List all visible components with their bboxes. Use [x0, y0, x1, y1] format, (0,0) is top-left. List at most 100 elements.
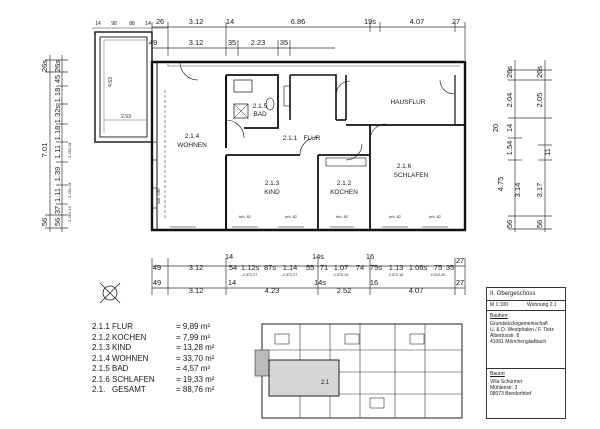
plan-walls	[150, 60, 467, 232]
title-block-client-line-2: U. & D. Westphalen / F. Tietz	[490, 327, 554, 333]
dim-left-inner-10: 56	[53, 218, 62, 226]
dim-left-inner-8: 1.11	[53, 188, 62, 202]
dim-right-a-2: 2.04	[505, 93, 514, 108]
dimension-labels-bottom: 49 3.12 54 1.12s 87s 1.14 55 71 1.07 74 …	[153, 252, 464, 272]
room-bad-name: BAD	[253, 111, 267, 118]
dim-bm-9: 27	[456, 278, 464, 287]
dim-bt-4: 1.12s	[241, 263, 260, 272]
dim-bm-4: 4.23	[265, 286, 280, 295]
area-value: = 4,57 m²	[176, 364, 211, 373]
sill-2: brh. 82	[285, 215, 297, 219]
room-schlafen-name: SCHLAFEN	[394, 172, 429, 179]
north-arrow-icon	[99, 282, 121, 304]
dim-left-3: 56	[40, 218, 49, 226]
dim-bt-10: 74	[356, 263, 364, 272]
room-wohnen-id: 2.1.4	[185, 133, 200, 140]
area-value: = 7,99 m²	[176, 332, 211, 342]
dim-left-window-1: 1.262.01	[67, 141, 72, 157]
dim-balcony-width: 2.53	[121, 114, 131, 120]
room-flur-id: 2.1.1	[283, 135, 298, 142]
dim-left-2: 7.01	[40, 143, 49, 158]
area-name: WOHNEN	[112, 353, 149, 363]
dim-bt-6: 1.14	[283, 263, 298, 272]
room-schlafen-id: 2.1.6	[397, 163, 412, 170]
sill-labels: brh. 1.60 brh. 82 brh. 82 brh. 82 brh. 8…	[157, 189, 441, 220]
sill-3: brh. 82	[336, 215, 348, 219]
dim-right-a-1: 26s	[505, 66, 514, 78]
dim-bm-7: 16	[370, 278, 378, 287]
dim-left-inner-3: 1.18	[53, 88, 62, 103]
dim-bt-16: 27	[456, 256, 464, 265]
dim-bt-1: 49	[153, 263, 161, 272]
room-kind-name: KIND	[264, 189, 280, 196]
dim-balcony-3: 88	[129, 21, 135, 27]
dim-bm-3: 14	[228, 278, 236, 287]
area-num: 2.1.4	[92, 353, 110, 363]
dim-left-inner-6: 1.11	[53, 145, 62, 159]
dim-left-inner-2: 45	[53, 75, 62, 83]
dim-top-inner-5: 35	[280, 38, 288, 47]
dim-top-inner-3: 35	[228, 38, 236, 47]
room-hausflur-name: HAUSFLUR	[390, 99, 425, 106]
key-plan: 2.1	[254, 323, 463, 419]
dim-bt-2: 3.12	[189, 263, 204, 272]
area-value: = 19,33 m²	[176, 374, 215, 384]
area-name: GESAMT	[112, 385, 146, 394]
dim-left-inner-5: 1.18	[53, 126, 62, 141]
title-block-project-line-1: Villa Schürmer	[490, 379, 523, 385]
area-value: = 88,76 m²	[176, 385, 215, 394]
dim-right-b-1: 26s	[535, 66, 544, 78]
dim-left-inner-7: 1.39	[53, 167, 62, 182]
dim-right-b-2: 2.05	[535, 93, 544, 108]
area-name: KOCHEN	[112, 332, 147, 342]
area-name: KIND	[112, 343, 132, 352]
dim-right-b-3: 20	[491, 124, 500, 132]
title-block-project-label: Bauort	[490, 371, 505, 377]
area-value: = 9,89 m²	[176, 322, 211, 331]
title-block-client-line-4: 41061 Mönchengladbach	[490, 339, 547, 345]
sill-1: brh. 82	[239, 215, 251, 219]
key-plan-label: 2.1	[321, 380, 330, 386]
dimension-labels-bottom-small: 2.372.27 2.372.27 2.372.15 2.372.15 2.01…	[243, 273, 446, 277]
title-block-title: II. Obergeschoss	[490, 291, 536, 297]
area-num: 2.1.6	[92, 374, 110, 384]
dimension-labels-left: 26s 7.01 56 26s 45 1.18 1.32s 1.18 1.11 …	[40, 60, 72, 226]
dim-bt-mark-1: 14	[225, 252, 233, 261]
dim-bt-small-4: 2.372.15	[389, 273, 404, 277]
dim-bt-5: 87s	[264, 263, 276, 272]
dim-balcony-4: 14	[145, 21, 151, 27]
dim-bt-mark-2: 14s	[312, 252, 324, 261]
key-plan-unit-highlight	[268, 359, 340, 397]
dim-bt-7: 55	[306, 263, 314, 272]
dim-top-inner-2: 3.12	[189, 38, 204, 47]
dim-right-a-3: 14	[505, 124, 514, 132]
room-kochen-name: KOCHEN	[330, 189, 358, 196]
room-kochen-id: 2.1.2	[337, 180, 352, 187]
dim-bt-13: 1.06s	[409, 263, 428, 272]
dim-bt-mark-3: 16	[366, 252, 374, 261]
area-table-row: 2.1.GESAMT= 88,76 m²	[92, 385, 252, 396]
dim-right-b-4: 11	[543, 148, 552, 156]
dim-left-inner-4: 1.32s	[53, 105, 62, 124]
room-labels: 2.1.4 WOHNEN 2.1.5 BAD 2.1.1 FLUR 2.1.3 …	[177, 99, 428, 196]
dim-right-a-6: 3.14	[513, 183, 522, 198]
balcony: 14 98 88 14 4.53 2.53	[92, 21, 168, 143]
dim-left-inner-9: 37	[53, 206, 62, 214]
dim-left-1: 26s	[40, 60, 49, 72]
dim-bt-small-2: 2.372.27	[283, 273, 298, 277]
dim-bm-1: 49	[153, 278, 161, 287]
dimension-labels-top: 26 3.12 14 6.86 19s 4.07 27 49 3.12 35 2…	[149, 17, 460, 47]
title-block-scale: M 1:100	[490, 302, 509, 308]
area-num: 2.1.1	[92, 322, 110, 331]
dimension-chain-top	[151, 22, 466, 60]
room-bad-id: 2.1.5	[253, 103, 268, 110]
dim-right-a-7: 56	[505, 220, 514, 228]
dim-right-a-5: 4.75	[496, 177, 505, 192]
